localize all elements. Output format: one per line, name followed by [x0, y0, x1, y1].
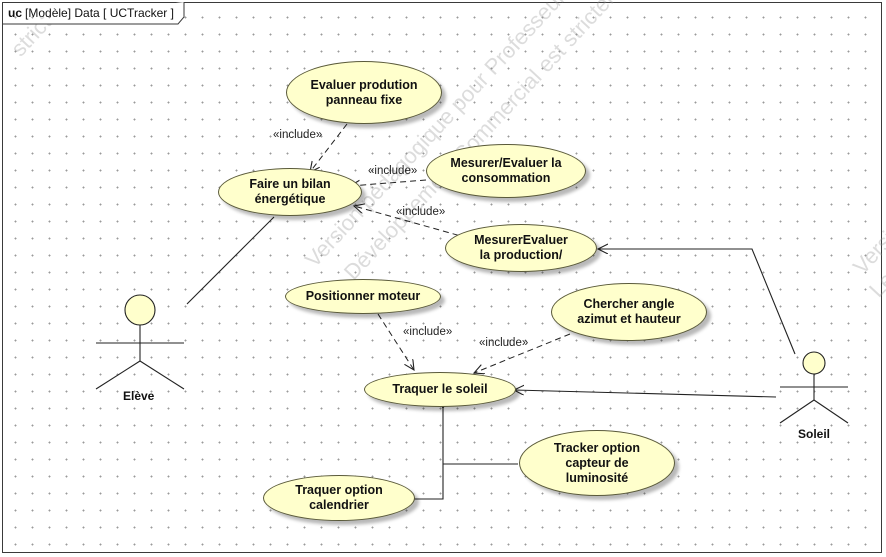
usecase-mesurer-consommation[interactable]: Mesurer/Evaluer la consommation	[426, 144, 586, 198]
usecase-positionner-moteur[interactable]: Positionner moteur	[285, 279, 441, 314]
usecase-traquer-calendrier[interactable]: Traquer option calendrier	[263, 475, 415, 521]
usecase-traquer-soleil[interactable]: Traquer le soleil	[364, 372, 516, 407]
usecase-evaluer-production[interactable]: Evaluer prodution panneau fixe	[286, 61, 442, 124]
stereotype-include-evaluer: «include»	[273, 129, 323, 141]
actor-eleve-label: Elève	[123, 389, 155, 403]
stereotype-include-production: «include»	[396, 206, 446, 218]
usecase-faire-bilan[interactable]: Faire un bilan énergétique	[218, 168, 362, 216]
association-eleve-bilan	[186, 216, 275, 305]
stereotype-include-moteur: «include»	[403, 326, 453, 338]
frame-title-tab	[2, 2, 185, 25]
usecase-mesurer-production[interactable]: MesurerEvaluer la production/	[445, 224, 597, 272]
association-soleil-traquer	[514, 390, 777, 398]
actor-soleil-label: Soleil	[798, 427, 831, 441]
include-evaluer-bilan	[310, 123, 348, 172]
actor-soleil-figure[interactable]	[779, 351, 849, 424]
include-moteur-traquer	[377, 313, 414, 370]
stereotype-include-consommation: «include»	[368, 165, 418, 177]
stereotype-include-angle: «include»	[479, 337, 529, 349]
diagram-title-text: [Modèle] Data [ UCTracker ]	[25, 6, 174, 20]
diagram-keyword: uc	[8, 6, 23, 20]
association-soleil-production	[598, 249, 796, 355]
include-angle-traquer	[474, 333, 571, 373]
include-consommation-bilan	[350, 179, 427, 186]
usecase-chercher-angle[interactable]: Chercher angle azimut et hauteur	[551, 283, 707, 341]
generalization-calendrier-traquer	[414, 408, 443, 500]
diagram-title: uc[Modèle] Data [ UCTracker ]	[8, 6, 174, 20]
actor-eleve-figure[interactable]	[95, 294, 185, 390]
usecase-tracker-luminosite[interactable]: Tracker option capteur de luminosité	[519, 430, 675, 496]
